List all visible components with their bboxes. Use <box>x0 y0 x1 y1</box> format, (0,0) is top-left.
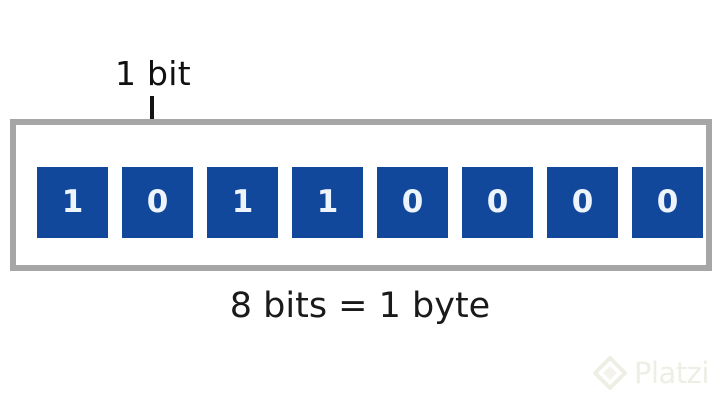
bit-cell: 0 <box>547 167 618 238</box>
bit-cell: 0 <box>377 167 448 238</box>
bit-cell: 0 <box>462 167 533 238</box>
bit-callout-label: 1 bit <box>114 54 192 93</box>
watermark-text: Platzi <box>634 356 709 390</box>
bit-cell: 1 <box>37 167 108 238</box>
figure-caption: 8 bits = 1 byte <box>229 286 491 326</box>
watermark: Platzi <box>592 355 709 391</box>
byte-frame: 1 0 1 1 0 0 0 0 <box>10 119 712 271</box>
bit-row: 1 0 1 1 0 0 0 0 <box>37 167 703 238</box>
bit-cell: 0 <box>122 167 193 238</box>
platzi-diamond-icon <box>593 356 627 390</box>
bit-cell: 0 <box>632 167 703 238</box>
bit-cell: 1 <box>292 167 363 238</box>
bit-cell: 1 <box>207 167 278 238</box>
